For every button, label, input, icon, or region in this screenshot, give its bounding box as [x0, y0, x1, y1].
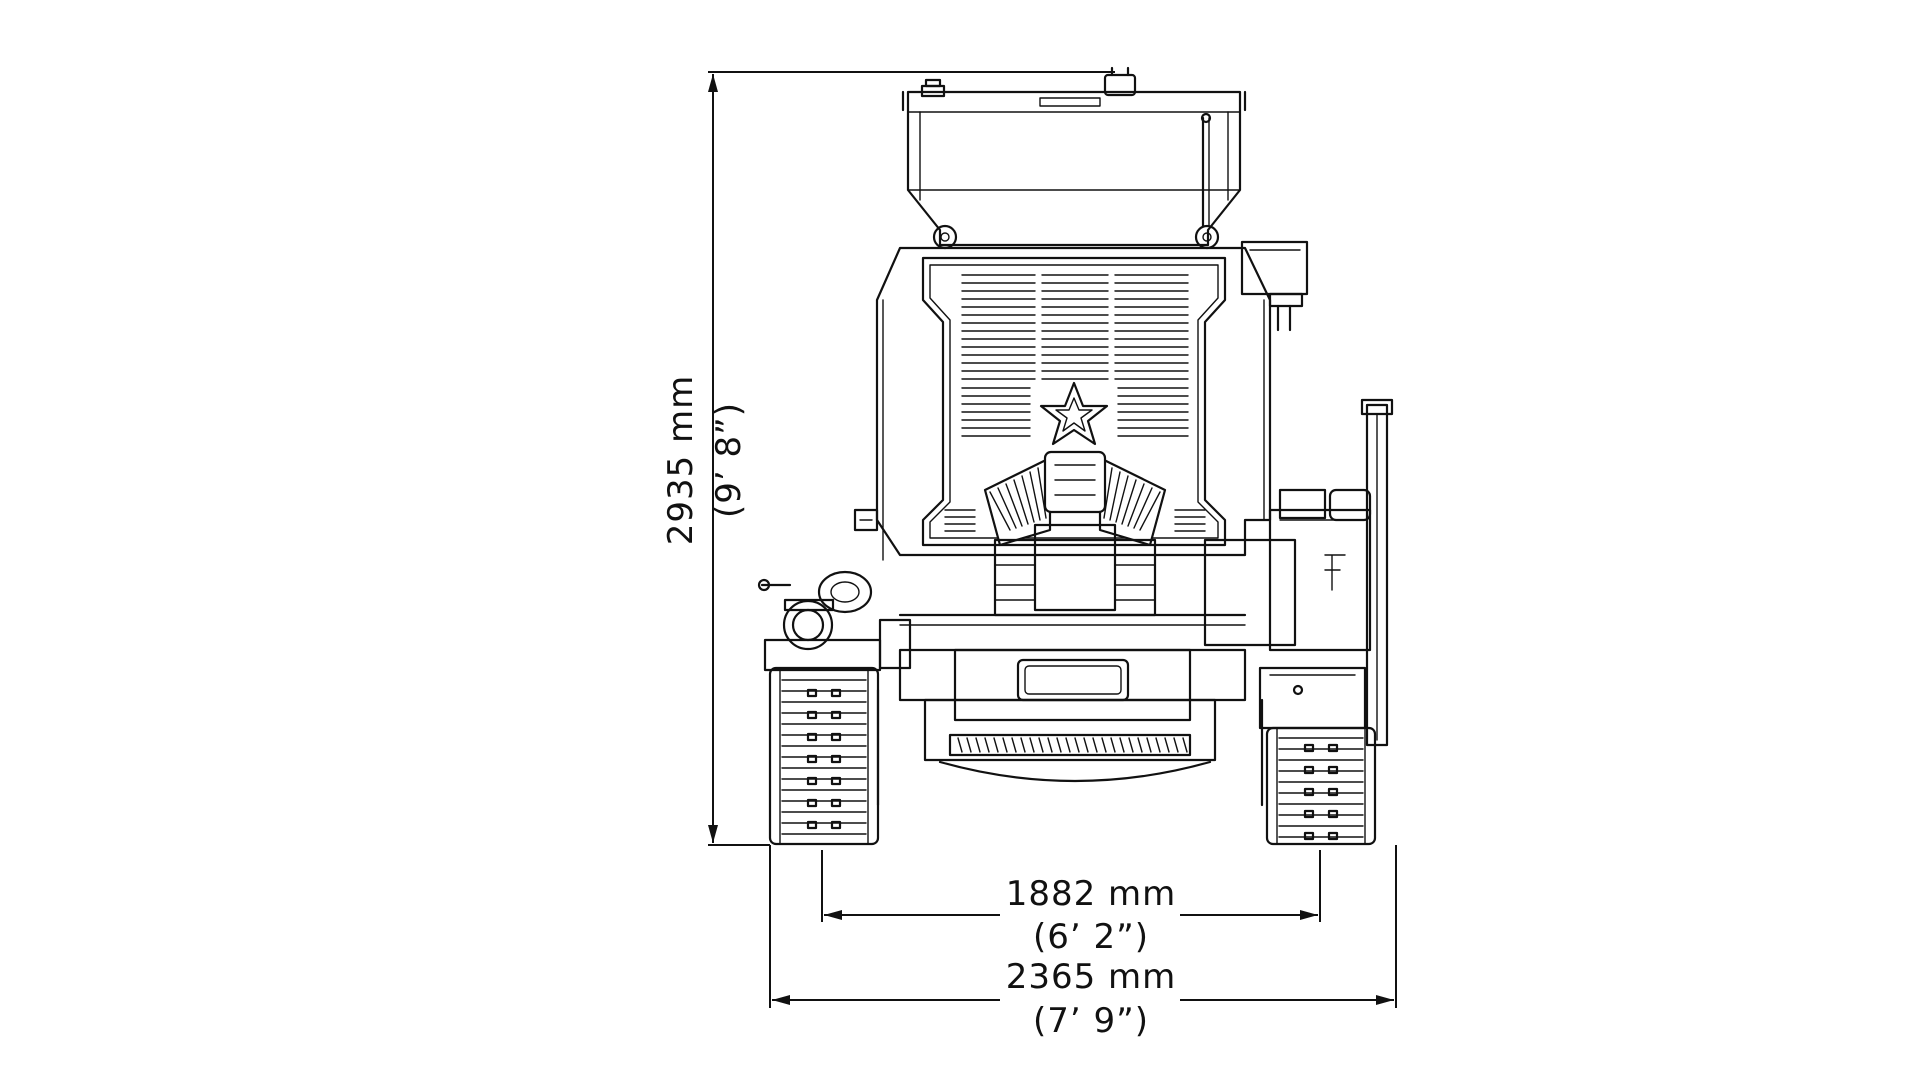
track-gauge-dimension	[821, 850, 1321, 922]
right-side-equipment	[1203, 240, 1394, 747]
track-gauge-imperial-label: (6’ 2”)	[1033, 917, 1149, 957]
lower-chassis	[876, 613, 1264, 807]
height-imperial-label: (9’ 8”)	[709, 402, 749, 518]
left-side-equipment	[757, 508, 912, 672]
main-body	[875, 246, 1272, 561]
hopper	[901, 66, 1247, 250]
left-track	[768, 666, 880, 846]
height-dimension	[708, 71, 1115, 846]
right-track	[1265, 726, 1377, 846]
star-emblem-icon	[1039, 381, 1109, 446]
height-imperial-group: (9’ 8”)	[709, 402, 749, 518]
overall-width-metric-label: 2365 mm	[1006, 957, 1177, 997]
overall-width-imperial-label: (7’ 9”)	[1033, 1001, 1149, 1041]
track-gauge-metric-label: 1882 mm	[1006, 874, 1177, 914]
height-metric-label: 2935 mm	[661, 375, 701, 546]
overall-width-dimension	[769, 845, 1397, 1008]
compressor-block	[983, 450, 1167, 617]
height-label: 2935 mm	[661, 375, 701, 546]
